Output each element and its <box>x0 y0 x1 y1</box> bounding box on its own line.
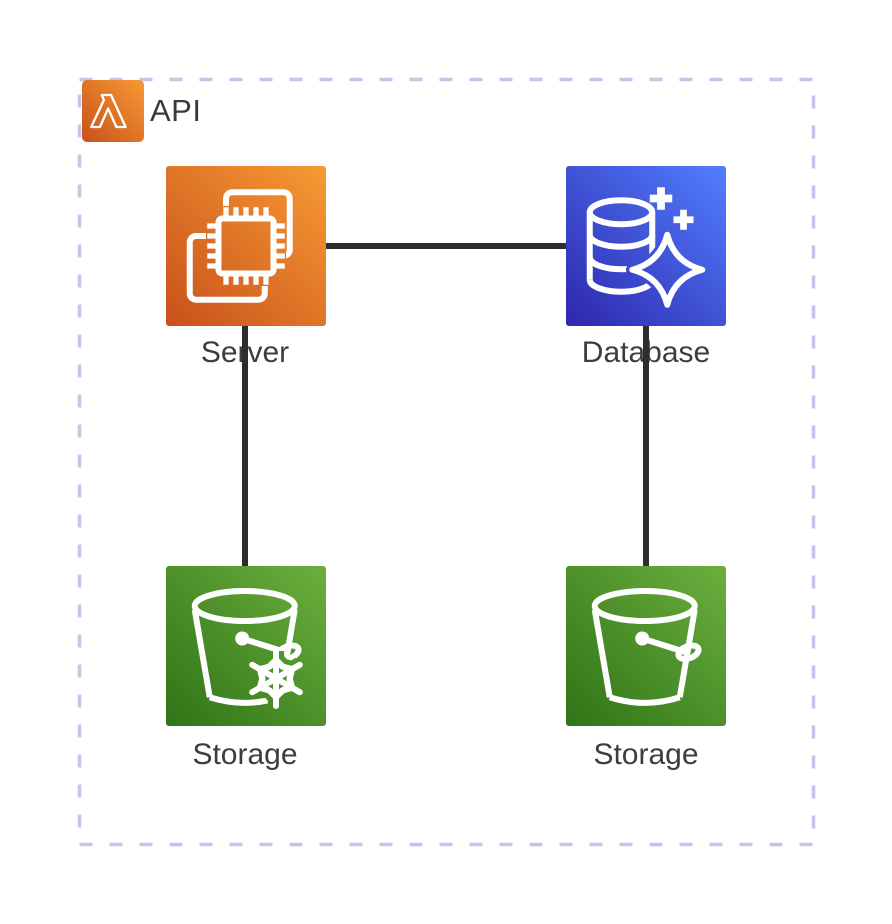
bucket-snowflake-icon <box>191 588 303 709</box>
chip-icon <box>186 189 293 303</box>
node-storage-right <box>566 566 726 726</box>
lambda-icon <box>82 80 144 142</box>
edge-database-storage-right <box>643 325 649 566</box>
node-label-storage-right: Storage <box>593 738 699 771</box>
group-label: API <box>150 93 202 128</box>
edge-server-storage-left <box>242 325 248 566</box>
node-storage-left <box>166 566 326 726</box>
edge-server-database <box>325 243 567 249</box>
node-database <box>566 166 726 326</box>
node-server <box>166 166 326 326</box>
bucket-icon <box>591 588 702 706</box>
node-label-storage-left: Storage <box>192 738 298 771</box>
database-sparkle-icon <box>586 187 706 308</box>
